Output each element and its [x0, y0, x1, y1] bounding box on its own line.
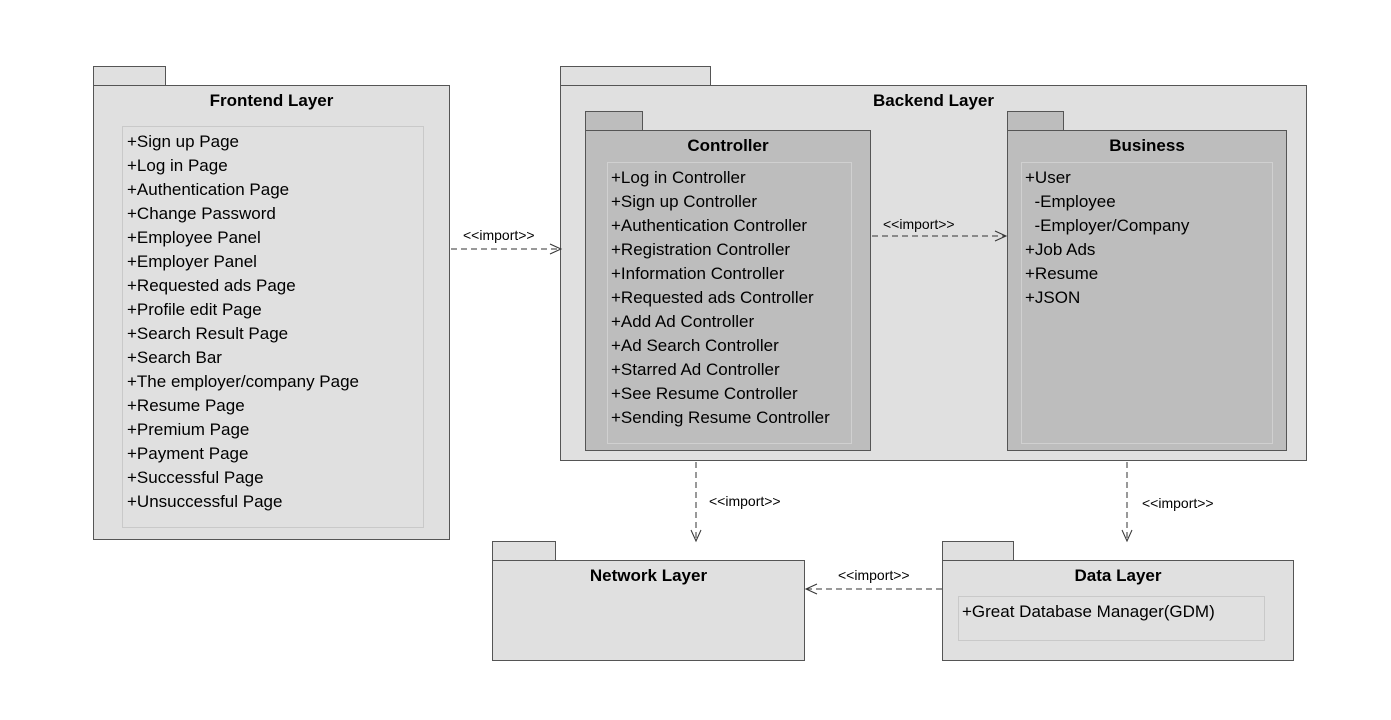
controller-item: +See Resume Controller [611, 384, 798, 403]
data-item: +Great Database Manager(GDM) [962, 602, 1215, 621]
controller-item: +Sign up Controller [611, 192, 758, 211]
data-package-title: Data Layer [1074, 566, 1162, 585]
frontend-item: +Requested ads Page [127, 276, 296, 295]
frontend-item: +Authentication Page [127, 180, 290, 199]
data-package: Data Layer +Great Database Manager(GDM) [942, 560, 1294, 661]
business-item: -Employer/Company [1025, 216, 1190, 235]
business-item: +JSON [1025, 288, 1081, 307]
data-package-tab [942, 541, 1014, 561]
business-package-title: Business [1109, 136, 1185, 155]
frontend-item: +Change Password [127, 204, 276, 223]
network-package-tab [492, 541, 556, 561]
controller-package: Controller +Log in Controller +Sign up Co… [585, 130, 871, 451]
controller-item: +Information Controller [611, 264, 785, 283]
controller-package-tab [585, 111, 643, 131]
controller-item: +Add Ad Controller [611, 312, 755, 331]
frontend-item: +Search Result Page [127, 324, 289, 343]
frontend-item: +Unsuccessful Page [127, 492, 283, 511]
controller-item: +Registration Controller [611, 240, 791, 259]
backend-package-tab [560, 66, 711, 86]
business-item-list: +User -Employee -Employer/Company +Job Ad… [1025, 166, 1189, 310]
frontend-item: +Search Bar [127, 348, 222, 367]
frontend-item: +Log in Page [127, 156, 228, 175]
frontend-item: +Resume Page [127, 396, 245, 415]
controller-item: +Authentication Controller [611, 216, 808, 235]
business-attributes-box [1021, 162, 1273, 444]
frontend-item: +Premium Page [127, 420, 250, 439]
backend-to-data-label: <<import>> [1142, 495, 1214, 511]
frontend-item-list: +Sign up Page +Log in Page +Authentication… [127, 130, 359, 514]
frontend-package-tab [93, 66, 166, 86]
backend-package-title: Backend Layer [873, 91, 994, 110]
frontend-item: +Profile edit Page [127, 300, 262, 319]
frontend-item: +The employer/company Page [127, 372, 359, 391]
data-to-network-label: <<import>> [838, 567, 910, 583]
business-item: +Resume [1025, 264, 1099, 283]
controller-attributes-box [607, 162, 852, 444]
business-item: -Employee [1025, 192, 1116, 211]
network-package-title: Network Layer [589, 566, 708, 585]
frontend-to-backend-label: <<import>> [463, 227, 535, 243]
controller-item: +Sending Resume Controller [611, 408, 830, 427]
frontend-attributes-box [122, 126, 424, 528]
business-item: +Job Ads [1025, 240, 1096, 259]
data-to-network-arrowhead [804, 583, 818, 595]
frontend-package: Frontend Layer +Sign up Page +Log in Page… [93, 85, 450, 540]
business-package: Business +User -Employee -Employer/Compa… [1007, 130, 1287, 451]
data-attributes-box [958, 596, 1265, 641]
controller-to-business-arrowhead [994, 230, 1008, 242]
controller-item-list: +Log in Controller +Sign up Controller +Au… [611, 166, 830, 430]
controller-to-business-label: <<import>> [883, 216, 955, 232]
controller-package-title: Controller [687, 136, 769, 155]
frontend-item: +Employee Panel [127, 228, 261, 247]
backend-to-network-label: <<import>> [709, 493, 781, 509]
frontend-item: +Sign up Page [127, 132, 240, 151]
frontend-package-title: Frontend Layer [209, 91, 334, 110]
controller-item: +Log in Controller [611, 168, 746, 187]
network-package: Network Layer [492, 560, 805, 661]
controller-item: +Requested ads Controller [611, 288, 814, 307]
frontend-item: +Successful Page [127, 468, 264, 487]
backend-to-data-arrowhead [1121, 529, 1133, 543]
controller-item: +Ad Search Controller [611, 336, 779, 355]
business-package-tab [1007, 111, 1064, 131]
backend-to-network-arrowhead [690, 529, 702, 543]
data-item-list: +Great Database Manager(GDM) [962, 600, 1215, 624]
controller-item: +Starred Ad Controller [611, 360, 780, 379]
frontend-item: +Employer Panel [127, 252, 257, 271]
business-item: +User [1025, 168, 1071, 187]
frontend-item: +Payment Page [127, 444, 249, 463]
frontend-to-backend-arrowhead [549, 243, 563, 255]
